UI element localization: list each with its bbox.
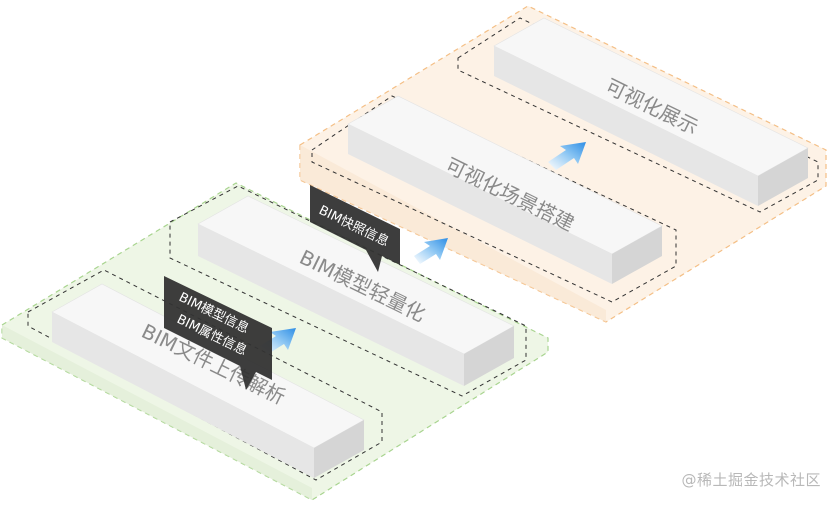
arrow-up-right-icon xyxy=(414,238,448,264)
visualization-back-lane xyxy=(457,17,819,213)
watermark: @稀土掘金技术社区 xyxy=(681,471,821,489)
visualization-front-lane xyxy=(311,95,677,303)
visualization-layer: 可视化展示 可视化场景搭建 xyxy=(299,5,827,323)
arrow-up-right-icon xyxy=(548,142,586,170)
bar-visualization-display: 可视化展示 xyxy=(493,17,809,206)
visualization-layer-plate-edge xyxy=(300,145,606,322)
model-layer: BIM模型轻量化 BIM文件上传解析 xyxy=(1,182,549,501)
bar-model-lightweight: BIM模型轻量化 xyxy=(197,195,515,386)
model-layer-plate-edge xyxy=(2,325,312,500)
model-middle-lane xyxy=(169,185,527,397)
